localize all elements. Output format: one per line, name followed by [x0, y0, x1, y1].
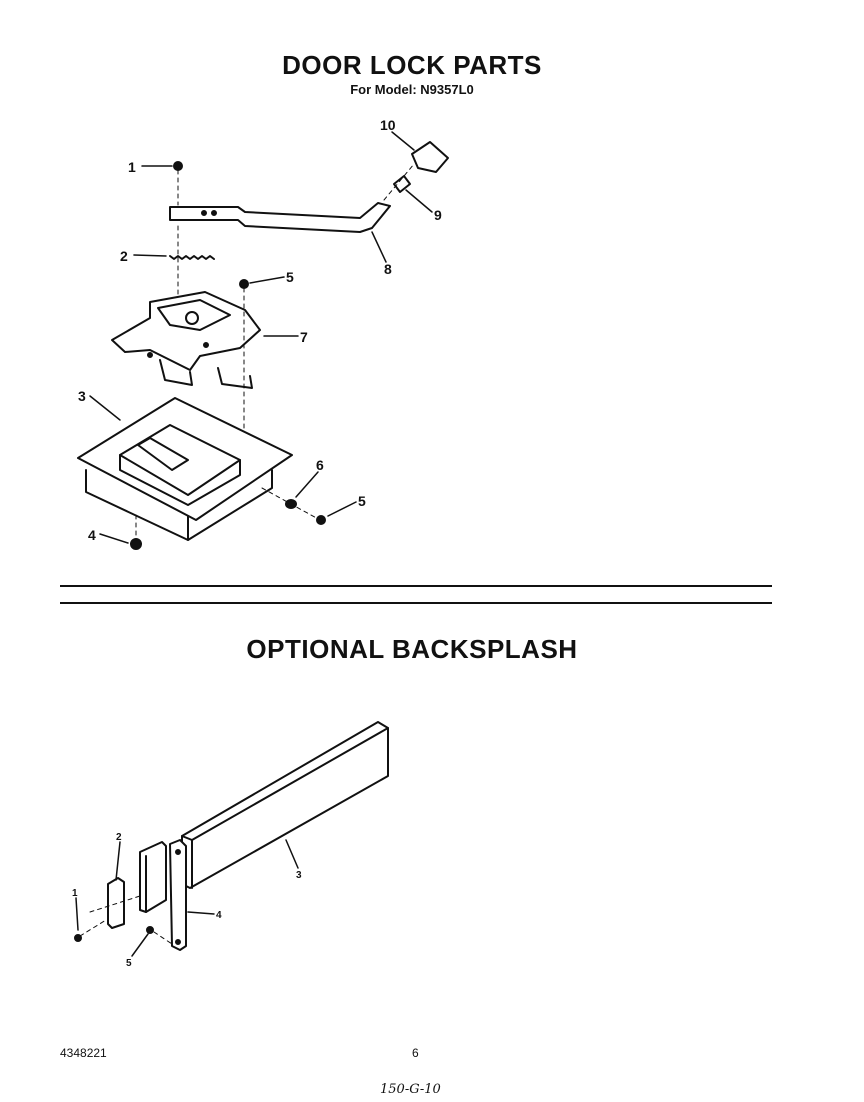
- lever-rod: [169, 202, 391, 233]
- lever-knob: [411, 141, 449, 173]
- callout-4: 4: [88, 527, 96, 543]
- callout-6: 6: [316, 457, 324, 473]
- door-lock-parts-title: DOOR LOCK PARTS: [282, 50, 542, 80]
- screw-5-top: [239, 279, 249, 289]
- part-code: 4348221: [60, 1046, 107, 1060]
- callout-7: 7: [300, 329, 308, 345]
- callout-9: 9: [434, 207, 442, 223]
- callout-1: 1: [128, 159, 136, 175]
- callout-5-right: 5: [358, 493, 366, 509]
- callout-5-top: 5: [286, 269, 294, 285]
- handwritten-note: 150-G-10: [380, 1082, 441, 1097]
- callout-10: 10: [380, 117, 396, 133]
- screw-5-right: [316, 515, 326, 525]
- section-divider-bottom: [60, 602, 772, 604]
- spring: [169, 255, 215, 260]
- screw-1: [173, 161, 183, 171]
- page-number: 6: [412, 1046, 419, 1060]
- rod-clip: [393, 175, 411, 193]
- washer-6: [285, 499, 297, 509]
- model-subtitle: For Model: N9357L0: [350, 82, 474, 97]
- lock-mechanism: [111, 291, 261, 371]
- callout-8: 8: [384, 261, 392, 277]
- screw-4: [130, 538, 142, 550]
- callout-2: 2: [120, 248, 128, 264]
- section-divider-top: [60, 585, 772, 587]
- optional-backsplash-title: OPTIONAL BACKSPLASH: [246, 634, 578, 664]
- callout-3: 3: [78, 388, 86, 404]
